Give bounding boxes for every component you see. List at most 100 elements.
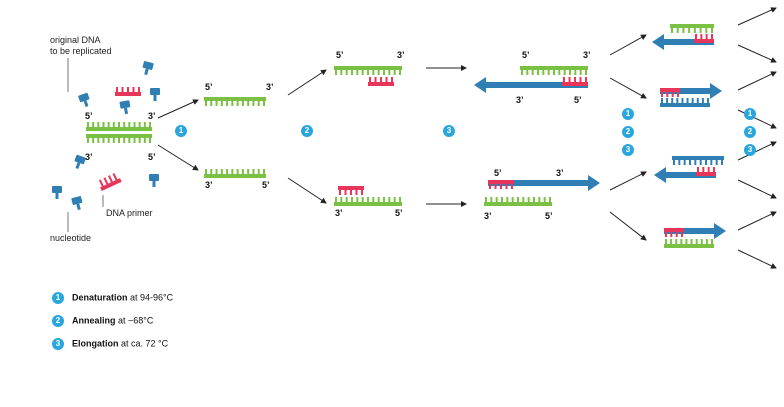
cycle2-template-base xyxy=(671,28,673,33)
elongated-top-template-base xyxy=(563,70,566,75)
new-strand-bottom xyxy=(488,175,600,191)
original-bottom-strand-base xyxy=(118,138,120,143)
elongated-bottom-primer-base xyxy=(494,184,497,189)
elongated-top-template-base xyxy=(585,70,587,75)
elongated-bottom-primer-base xyxy=(511,184,513,189)
annealed-top-primer-backbone xyxy=(368,82,394,86)
cycle2-blue-template-backbone xyxy=(672,156,724,160)
cycle2-template-base xyxy=(699,28,702,33)
elongated-bottom-template-base xyxy=(543,197,546,202)
cycle2-primer-backbone xyxy=(696,172,716,176)
annealed-bottom-primer-base xyxy=(344,190,347,195)
end-label-3p: 3’ xyxy=(266,82,274,92)
cycle2-blue-template-base xyxy=(678,160,681,165)
nucleotide-head xyxy=(150,88,160,95)
elongated-bottom-primer-base xyxy=(505,184,508,189)
cycle2-primer-base xyxy=(702,167,705,172)
nucleotide-head xyxy=(74,154,86,165)
denatured-top-strand-backbone xyxy=(204,97,266,101)
elongated-top-template-base xyxy=(537,70,539,75)
annealed-bottom-primer-base xyxy=(361,190,363,195)
arrow-outgoing xyxy=(737,249,777,269)
denatured-bottom-strand-base xyxy=(215,169,218,174)
original-top-strand-base xyxy=(133,122,136,127)
cycle2-primer-base xyxy=(700,34,703,39)
primer-base xyxy=(108,175,113,183)
nucleotide-stem xyxy=(144,68,149,76)
cycle2-new-strand xyxy=(664,223,726,239)
legend-badge-3: 3 xyxy=(52,338,64,350)
cycle2-template xyxy=(670,24,714,33)
end-label-5p: 5’ xyxy=(522,50,530,60)
annealed-bottom-template-base xyxy=(335,197,337,202)
cycle2-primer-base xyxy=(713,167,715,172)
annealed-top-primer xyxy=(368,77,394,86)
original-dna-label-line2: to be replicated xyxy=(50,46,112,56)
elongated-bottom-primer xyxy=(488,180,514,189)
legend-detail: at ~68°C xyxy=(115,315,154,326)
end-label-5p: 5’ xyxy=(205,82,213,92)
arrow-next-cycle xyxy=(609,77,647,99)
arrow-to-annealed-bottom xyxy=(287,177,327,204)
nucleotide-stem xyxy=(83,100,89,107)
annealed-top-primer-base xyxy=(369,77,371,82)
annealed-top-template-backbone xyxy=(334,66,402,70)
original-top-strand-backbone xyxy=(86,127,152,131)
cycle2-template-base xyxy=(675,239,678,244)
original-top-strand-base xyxy=(118,122,120,127)
annealed-bottom-primer-backbone xyxy=(338,186,364,190)
cycle2-new-strand xyxy=(660,83,722,99)
cycle2-primer-base xyxy=(675,232,678,237)
denatured-top-strand-base xyxy=(247,101,250,106)
elongated-top-primer-backbone xyxy=(562,82,588,86)
dna-primer-label: DNA primer xyxy=(106,208,153,218)
cycle2-primer xyxy=(694,34,714,43)
annealed-bottom-template-base xyxy=(367,197,369,202)
nucleotide-stem xyxy=(76,203,81,211)
nucleotide-stem xyxy=(75,162,81,169)
annealed-bottom-primer-base xyxy=(339,190,341,195)
nucleotide xyxy=(71,196,83,211)
elongated-top-template-base xyxy=(569,70,571,75)
cycle2-blue-template-base xyxy=(689,160,691,165)
annealed-bottom-template xyxy=(334,197,402,206)
arrow-outgoing xyxy=(737,44,777,63)
original-dna-label: original DNA xyxy=(50,35,101,45)
original-bottom-strand-backbone xyxy=(86,134,152,138)
step-badge-3: 3 xyxy=(443,125,455,137)
end-label-5p: 5’ xyxy=(395,208,403,218)
original-bottom-strand-base xyxy=(97,138,100,143)
annealed-top-template-base xyxy=(383,70,385,75)
elongated-top-primer-base xyxy=(579,77,582,82)
original-bottom-strand-base xyxy=(138,138,141,143)
denatured-bottom-strand-base xyxy=(210,169,213,174)
arrow-outgoing xyxy=(737,211,777,231)
annealed-bottom-template-base xyxy=(356,197,359,202)
annealed-bottom-template-base xyxy=(372,197,375,202)
denatured-top-strand-base xyxy=(215,101,218,106)
cycle2-template xyxy=(664,239,714,248)
end-label-5p: 5’ xyxy=(148,152,156,162)
cycle2-primer-base xyxy=(681,232,683,237)
elongated-top-template-base xyxy=(531,70,534,75)
annealed-bottom-primer-base xyxy=(355,190,358,195)
elongated-bottom-primer-backbone xyxy=(488,180,514,184)
cycle2-primer xyxy=(660,88,680,97)
floating-primer xyxy=(115,87,141,96)
cycle2-primer-base xyxy=(671,92,674,97)
annealed-top-template-base xyxy=(335,70,337,75)
cycle2-blue-template-base xyxy=(715,160,718,165)
step-badge-1: 1 xyxy=(622,108,634,120)
cycle2-primer-base xyxy=(661,92,663,97)
denatured-bottom-strand-backbone xyxy=(204,174,266,178)
denatured-top-strand-base xyxy=(257,101,260,106)
new-strand-top-body xyxy=(474,77,588,93)
denatured-bottom-strand-base xyxy=(252,169,255,174)
elongated-top-template-base xyxy=(521,70,523,75)
elongated-bottom-template xyxy=(484,197,552,206)
end-label-3p: 3’ xyxy=(583,50,591,60)
end-label-5p: 5’ xyxy=(262,180,270,190)
original-top-strand-base xyxy=(107,122,110,127)
